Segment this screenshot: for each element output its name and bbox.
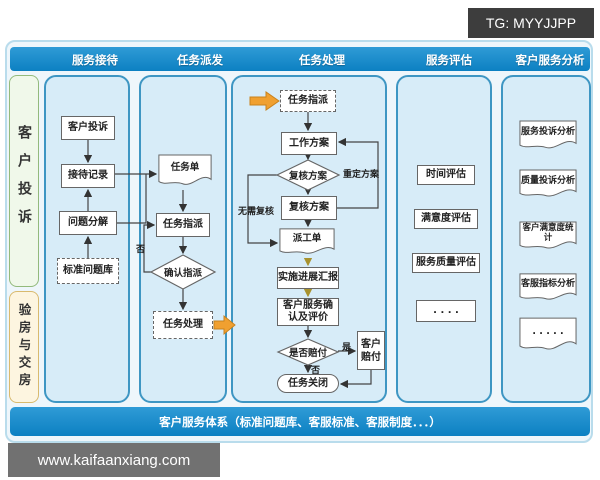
node-task-close: 任务关闭 [277, 374, 339, 393]
document-shape [519, 273, 577, 304]
document-shape [519, 120, 577, 153]
node-evaluation-more: . . . . [416, 300, 476, 322]
node-standard-problem-lib: 标准问题库 [57, 258, 119, 284]
node-progress-report: 实施进展汇报 [277, 267, 339, 289]
column-header-service-reception: 服务接待 [72, 53, 118, 67]
node-reception-record: 接待记录 [61, 164, 115, 188]
header-bar [10, 47, 590, 71]
node-service-quality-evaluation: 服务质量评估 [412, 253, 480, 273]
node-service-complaint-analysis: 服务投诉分析 [519, 120, 577, 153]
node-service-confirm-evaluate: 客户服务确认及评价 [277, 298, 339, 326]
footer-bar: 客户服务体系（标准问题库、客服标准、客服制度．．．） [10, 407, 590, 436]
tg-badge: TG: MYYJJPP [468, 8, 594, 38]
node-review-plan: 复核方案 [281, 196, 337, 220]
node-customer-satisfaction-stats: 客户满意度统计 [519, 221, 577, 253]
node-task-assign-in: 任务指派 [280, 90, 336, 112]
column-header-task-processing: 任务处理 [299, 53, 345, 67]
node-quality-complaint-analysis: 质量投诉分析 [519, 169, 577, 201]
node-work-plan: 工作方案 [281, 132, 337, 155]
decision-compensate-label: 是否赔付 [288, 348, 328, 359]
document-shape [279, 228, 335, 258]
column-header-service-evaluation: 服务评估 [426, 53, 472, 67]
node-task-process-handoff: 任务处理 [153, 311, 213, 339]
lane-task-dispatch [139, 75, 227, 403]
watermark: www.kaifaanxiang.com [8, 443, 220, 477]
lane-service-evaluation [396, 75, 492, 403]
edge-label-yes: 是 [342, 343, 352, 353]
node-task-assign: 任务指派 [156, 213, 210, 237]
side-label-house-handover: 验房与交房 [9, 291, 39, 403]
node-work-order: 派工单 [279, 228, 335, 258]
node-service-indicator-analysis: 客服指标分析 [519, 273, 577, 304]
document-shape [519, 169, 577, 201]
edge-label-no-dispatch: 否 [136, 245, 146, 255]
node-task-sheet: 任务单 [158, 154, 212, 190]
column-header-task-dispatch: 任务派发 [177, 53, 223, 67]
column-header-service-analysis: 客户服务分析 [515, 53, 585, 67]
decision-review-plan-label: 复核方案 [288, 171, 328, 182]
node-analysis-more: . . . . . [519, 317, 577, 355]
edge-label-redo-plan: 重定方案 [343, 170, 380, 180]
edge-label-no-review: 无需复核 [238, 207, 275, 217]
document-shape [158, 154, 212, 190]
node-satisfaction-evaluation: 满意度评估 [414, 209, 478, 229]
document-shape [519, 317, 577, 355]
node-problem-decompose: 问题分解 [59, 211, 117, 235]
edge-label-no-processing: 否 [311, 366, 321, 376]
decision-confirm-assign-label: 确认指派 [163, 268, 203, 279]
node-customer-complaint: 客户投诉 [61, 116, 115, 140]
node-customer-compensate: 客户赔付 [357, 331, 385, 370]
side-label-customer-complaint: 客户投诉 [9, 75, 39, 287]
node-time-evaluation: 时间评估 [417, 165, 475, 185]
document-shape [519, 221, 577, 253]
